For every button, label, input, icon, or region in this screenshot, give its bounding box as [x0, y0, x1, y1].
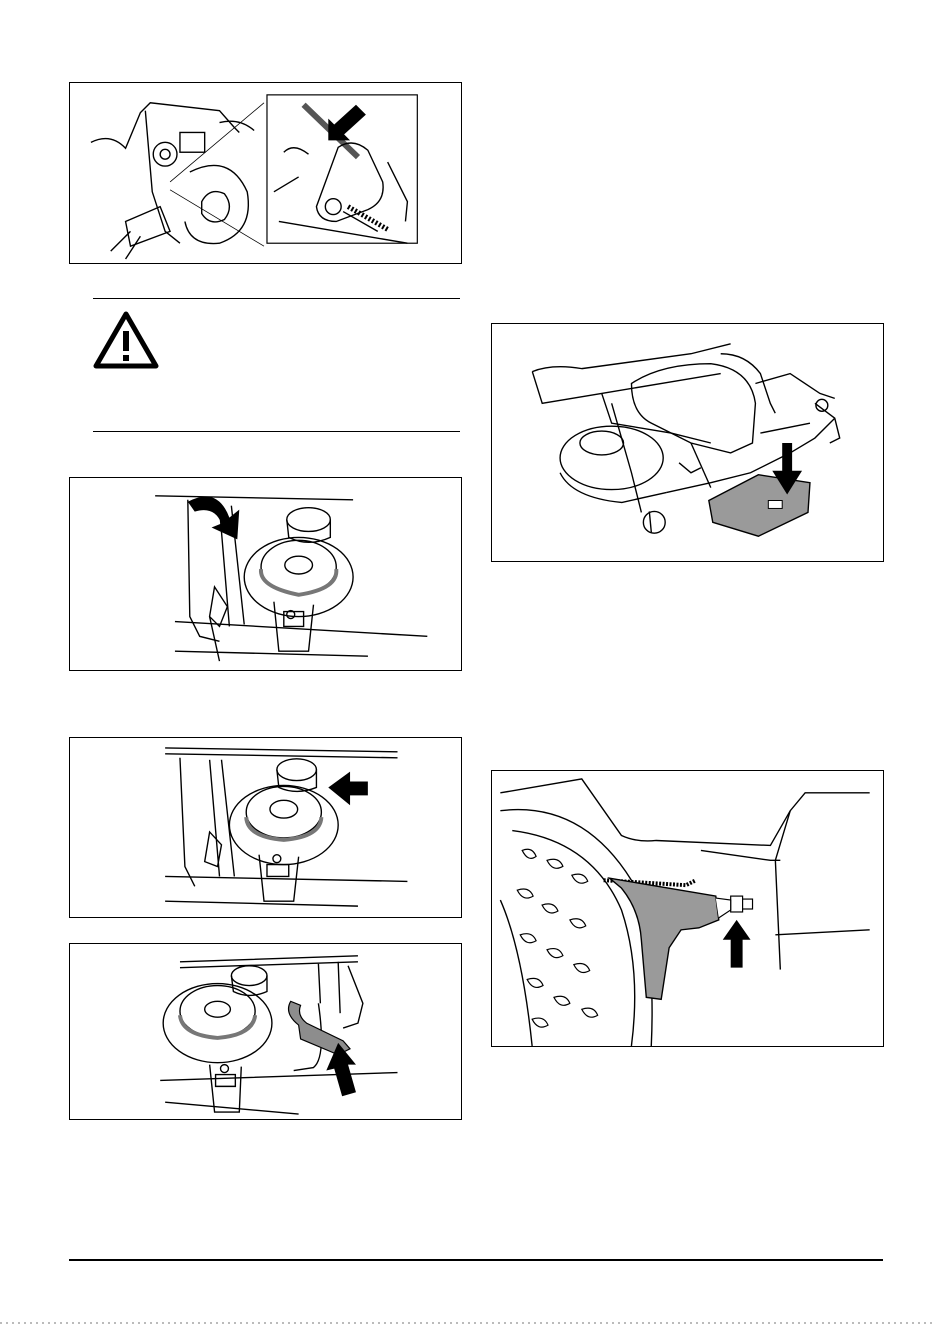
figure-1-illustration [70, 83, 461, 263]
figure-2 [69, 477, 462, 671]
figure-3 [69, 737, 462, 918]
warning-bottom-rule [93, 431, 460, 432]
warning-top-rule [93, 298, 460, 299]
figure-4-illustration [70, 944, 461, 1119]
mower-deck-tray [709, 475, 810, 536]
figure-1 [69, 82, 462, 264]
warning-block [93, 305, 460, 425]
footer-rule [69, 1259, 883, 1261]
figure-4 [69, 943, 462, 1120]
figure-2-illustration [70, 478, 461, 670]
wheel-bracket [610, 878, 719, 999]
warning-triangle-icon [93, 311, 159, 369]
figure-6 [491, 770, 884, 1047]
curved-arrow-icon [188, 496, 239, 539]
figure-6-illustration [492, 771, 883, 1046]
figure-5-illustration [492, 324, 883, 561]
figure-5 [491, 323, 884, 562]
figure-3-illustration [70, 738, 461, 917]
arrow-icon [723, 920, 751, 968]
arrow-icon [328, 772, 368, 806]
